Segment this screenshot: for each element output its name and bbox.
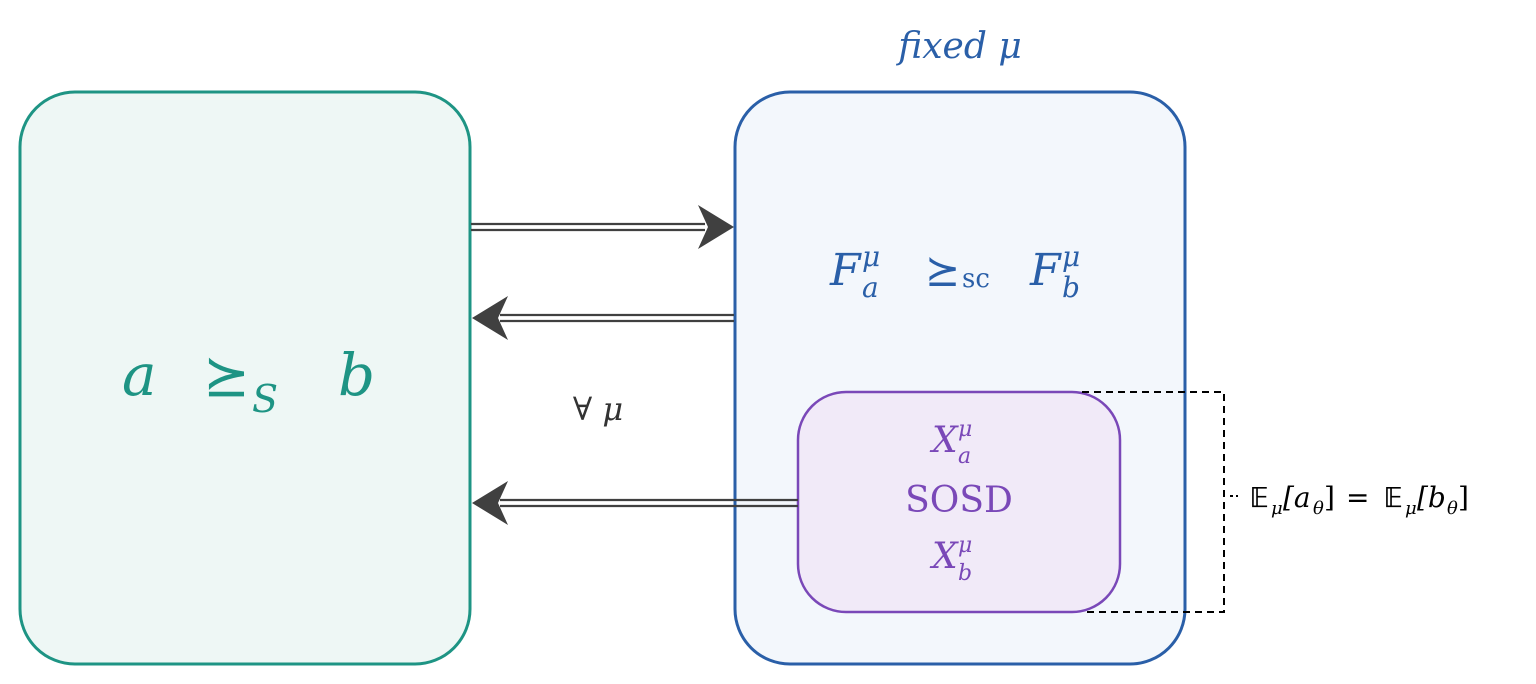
inner-bottom-sub: b bbox=[958, 561, 972, 586]
cond-rhs-arg-sub: θ bbox=[1447, 498, 1458, 519]
right-expression: F μ a ⪰ sc F μ b bbox=[829, 240, 1080, 304]
cond-rhs-close: ] bbox=[1458, 481, 1469, 514]
arrow-backward-lower bbox=[472, 481, 798, 525]
right-rhs-sup: μ bbox=[1062, 240, 1080, 273]
left-relation: ⪰ bbox=[203, 344, 250, 409]
cond-lhs-sub: μ bbox=[1271, 498, 1283, 519]
inner-top-sup: μ bbox=[958, 417, 972, 442]
cond-lhs-arg-sub: θ bbox=[1313, 498, 1324, 519]
left-expression: a ⪰ S b bbox=[122, 341, 375, 421]
cond-lhs-close: ] bbox=[1324, 481, 1335, 514]
right-rhs: F bbox=[1029, 245, 1062, 296]
left-rhs: b bbox=[338, 341, 375, 409]
inner-middle: SOSD bbox=[905, 480, 1013, 521]
condition-expression: 𝔼 μ [a θ ] = 𝔼 μ [b θ ] bbox=[1250, 481, 1469, 519]
inner-top: X bbox=[929, 420, 959, 461]
inner-box bbox=[796, 390, 1122, 614]
cond-rhs-E: 𝔼 bbox=[1384, 481, 1403, 514]
forall-label: ∀ μ bbox=[573, 390, 623, 428]
left-lhs: a bbox=[122, 341, 157, 409]
left-box bbox=[18, 90, 472, 666]
arrow-forward bbox=[471, 205, 734, 249]
right-relation-sub: sc bbox=[962, 264, 990, 294]
right-lhs: F bbox=[829, 245, 862, 296]
cond-rhs-sub: μ bbox=[1405, 498, 1417, 519]
arrow-backward-upper bbox=[472, 296, 734, 340]
dashed-bracket bbox=[1082, 391, 1225, 613]
right-box-label: fixed μ bbox=[895, 26, 1022, 67]
cond-lhs-E: 𝔼 bbox=[1250, 481, 1269, 514]
inner-top-sub: a bbox=[958, 444, 971, 469]
right-lhs-sup: μ bbox=[862, 240, 880, 273]
inner-expression: X μ a SOSD X μ b bbox=[905, 417, 1013, 586]
right-relation: ⪰ bbox=[925, 246, 960, 295]
left-subscript: S bbox=[252, 377, 278, 421]
cond-equals: = bbox=[1346, 481, 1369, 514]
inner-bottom: X bbox=[929, 536, 959, 577]
inner-bottom-sup: μ bbox=[958, 533, 972, 558]
right-lhs-sub: a bbox=[862, 271, 879, 304]
cond-rhs-arg: [b bbox=[1417, 481, 1446, 514]
cond-lhs-arg: [a bbox=[1283, 481, 1311, 514]
right-rhs-sub: b bbox=[1062, 271, 1080, 304]
